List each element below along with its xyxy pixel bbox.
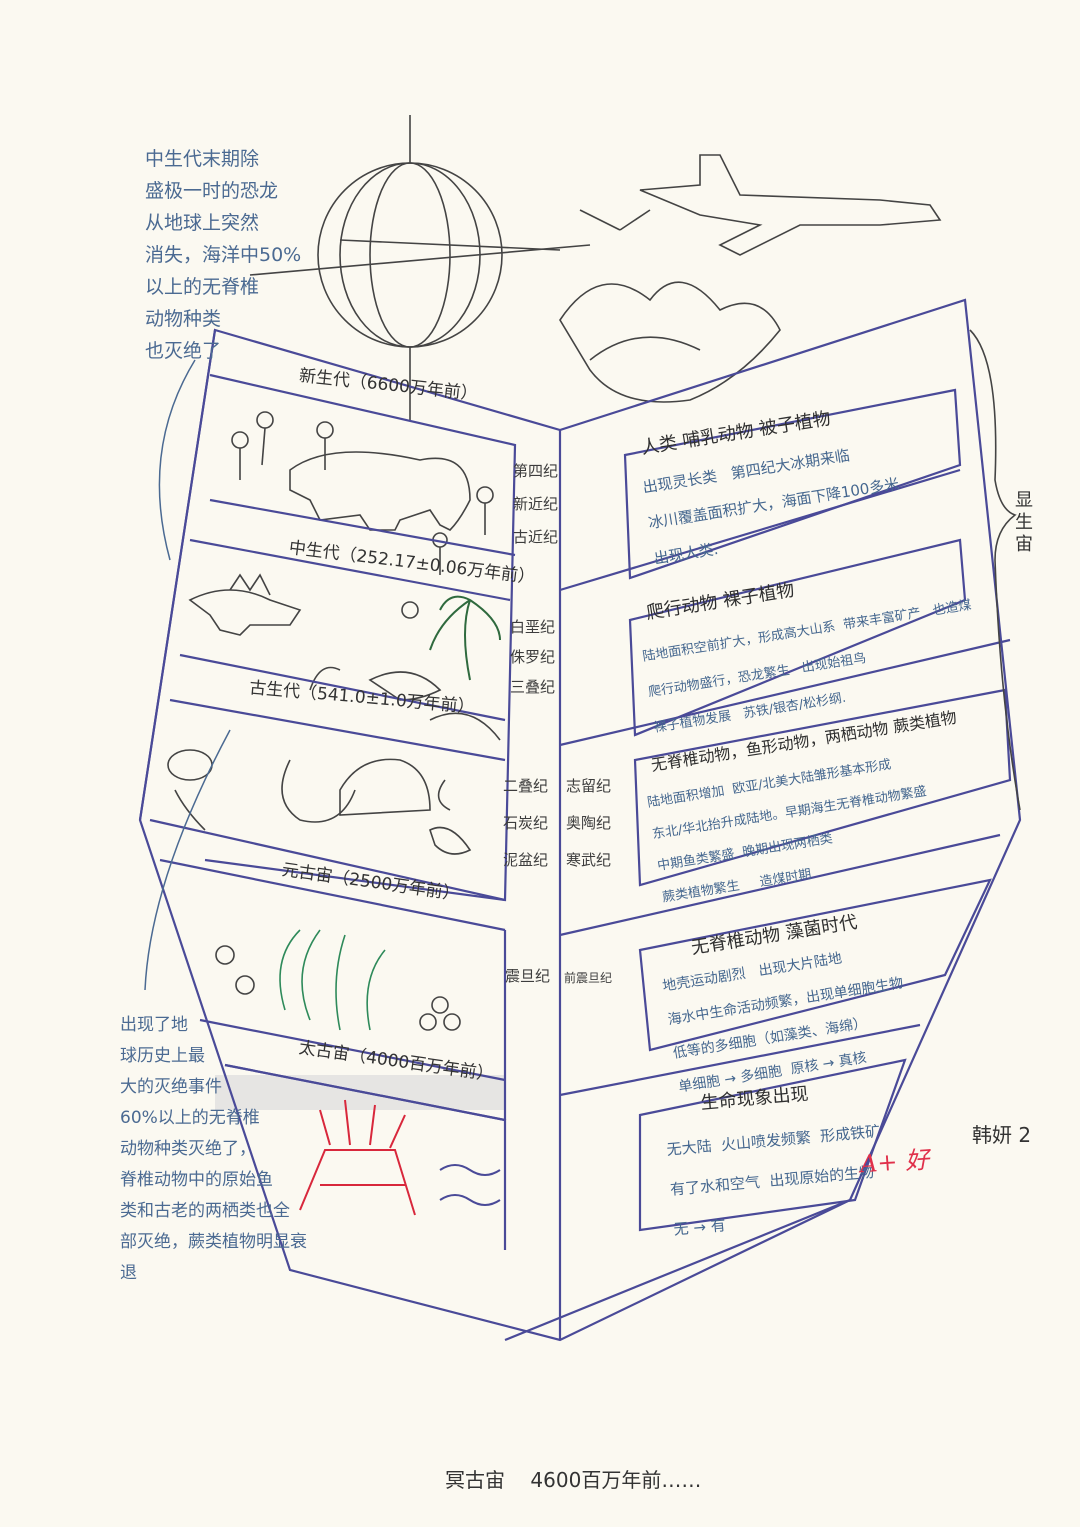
teacher-grade: A+ 好 bbox=[859, 1145, 930, 1179]
elephant-sketch bbox=[231, 411, 494, 575]
periods-paleozoic-late: 二叠纪 石炭纪 泥盆纪 bbox=[503, 777, 549, 869]
annotation-bottom-left: 出现了地 球历史上最 大的灭绝事件 60%以上的无脊椎 动物种类灭绝了， 脊椎动… bbox=[120, 1015, 307, 1283]
annotation-arrows bbox=[144, 359, 231, 991]
periods-paleozoic-early: 志留纪 奥陶纪 寒武纪 bbox=[566, 777, 612, 869]
balloon-globe-sketch bbox=[249, 115, 591, 420]
period-sinian: 震旦纪 bbox=[505, 967, 551, 985]
dinosaur-sketch bbox=[188, 573, 501, 741]
sydney-opera-house-sketch bbox=[559, 281, 781, 403]
student-signature: 韩妍 2 bbox=[972, 1123, 1032, 1147]
period-pre-sinian: 前震旦纪 bbox=[564, 971, 613, 985]
periods-mesozoic: 白垩纪 侏罗纪 三叠纪 bbox=[510, 618, 556, 696]
hadean-footer: 冥古宙 4600百万年前…… bbox=[445, 1468, 702, 1492]
prism-outline bbox=[138, 298, 1022, 1342]
palm-tree-sketch bbox=[429, 595, 501, 681]
panel-archean-body: 无大陆 火山喷发频繁 形成铁矿 有了水和空气 出现原始的生物 无 → 有 bbox=[665, 1122, 881, 1239]
cell-and-seaweed-sketches bbox=[215, 929, 461, 1031]
fossil-sketches bbox=[167, 749, 472, 855]
right-brace bbox=[969, 329, 1021, 811]
annotation-top-left: 中生代末期除 盛极一时的恐龙 从地球上突然 消失，海洋中50% 以上的无脊椎 动… bbox=[145, 148, 302, 362]
airplane-sketch bbox=[579, 154, 942, 256]
phanerozoic-label: 显生宙 bbox=[1015, 490, 1033, 555]
periods-cenozoic: 第四纪 新近纪 古近纪 bbox=[513, 462, 559, 546]
